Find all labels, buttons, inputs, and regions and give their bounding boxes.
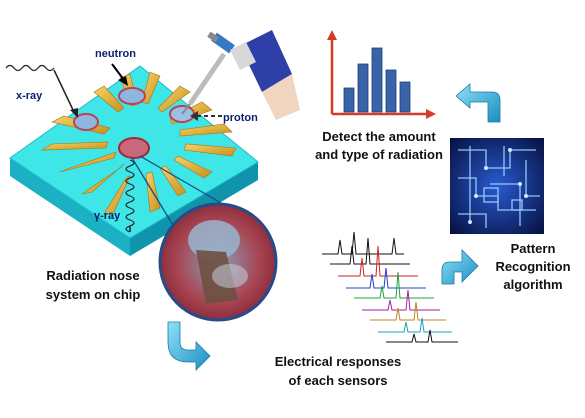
flow-arrow-up-to-circuit bbox=[441, 249, 479, 285]
signal-trace bbox=[346, 267, 426, 289]
sensor-spot-gamma bbox=[118, 137, 150, 159]
electrode bbox=[40, 141, 109, 151]
histogram-bar bbox=[343, 87, 355, 113]
histogram-bar bbox=[371, 47, 383, 113]
flow-arrow-down bbox=[167, 321, 211, 371]
pattern-caption-line3: algorithm bbox=[503, 277, 563, 292]
responses-caption: Electrical responses of each sensors bbox=[258, 352, 418, 390]
xray-label: x-ray bbox=[16, 90, 43, 102]
signal-trace bbox=[354, 271, 434, 299]
chip-caption-line1: Radiation nose bbox=[46, 268, 140, 283]
flow-arrows bbox=[167, 83, 501, 371]
sensor-spot-neutron bbox=[118, 87, 146, 105]
chip-caption-line2: system on chip bbox=[45, 287, 141, 302]
signal-trace bbox=[330, 237, 410, 265]
sensor-spot-xray bbox=[73, 113, 99, 131]
signal-trace bbox=[362, 289, 440, 311]
electrode bbox=[179, 123, 233, 137]
pattern-caption-line2: Recognition bbox=[495, 259, 571, 274]
responses-caption-line2: of each sensors bbox=[288, 373, 388, 388]
electrode bbox=[59, 151, 117, 173]
responses-caption-line1: Electrical responses bbox=[274, 354, 402, 369]
flow-arrow-to-histogram bbox=[455, 83, 501, 123]
detect-caption: Detect the amount and type of radiation bbox=[314, 128, 444, 164]
histogram-bars bbox=[343, 47, 411, 113]
signal-trace bbox=[338, 245, 418, 277]
detect-caption-line1: Detect the amount bbox=[322, 129, 436, 144]
gamma-wave bbox=[125, 159, 135, 233]
pipette-icon bbox=[181, 30, 300, 120]
electrode bbox=[81, 163, 125, 195]
histogram-bar bbox=[385, 69, 397, 113]
signal-trace bbox=[370, 301, 446, 321]
histogram-bar bbox=[357, 63, 369, 113]
signal-trace bbox=[386, 329, 458, 343]
detect-caption-line2: and type of radiation bbox=[315, 147, 443, 162]
histogram-icon bbox=[327, 30, 436, 119]
pattern-caption: Pattern Recognition algorithm bbox=[488, 240, 578, 294]
electrode bbox=[183, 143, 237, 157]
gamma-label: γ-ray bbox=[94, 210, 121, 222]
proton-label: proton bbox=[223, 112, 258, 124]
xray-wave bbox=[5, 64, 78, 118]
electrode bbox=[103, 175, 131, 215]
signal-trace bbox=[322, 231, 404, 255]
electrode bbox=[157, 85, 191, 113]
neutron-label: neutron bbox=[95, 48, 136, 60]
pattern-caption-line1: Pattern bbox=[510, 241, 556, 256]
chip-side-left bbox=[10, 158, 130, 256]
proton-arrow bbox=[190, 111, 222, 121]
circuit-board-icon bbox=[450, 138, 544, 234]
chip-caption: Radiation nose system on chip bbox=[38, 266, 148, 304]
signal-trace bbox=[378, 317, 452, 333]
electrode bbox=[173, 155, 213, 179]
histogram-bar bbox=[399, 81, 411, 113]
zoom-inset-icon bbox=[158, 202, 278, 322]
neutron-pointer bbox=[111, 63, 128, 86]
electrode bbox=[93, 85, 125, 113]
electrode bbox=[141, 71, 161, 105]
signal-traces-icon bbox=[322, 231, 458, 343]
